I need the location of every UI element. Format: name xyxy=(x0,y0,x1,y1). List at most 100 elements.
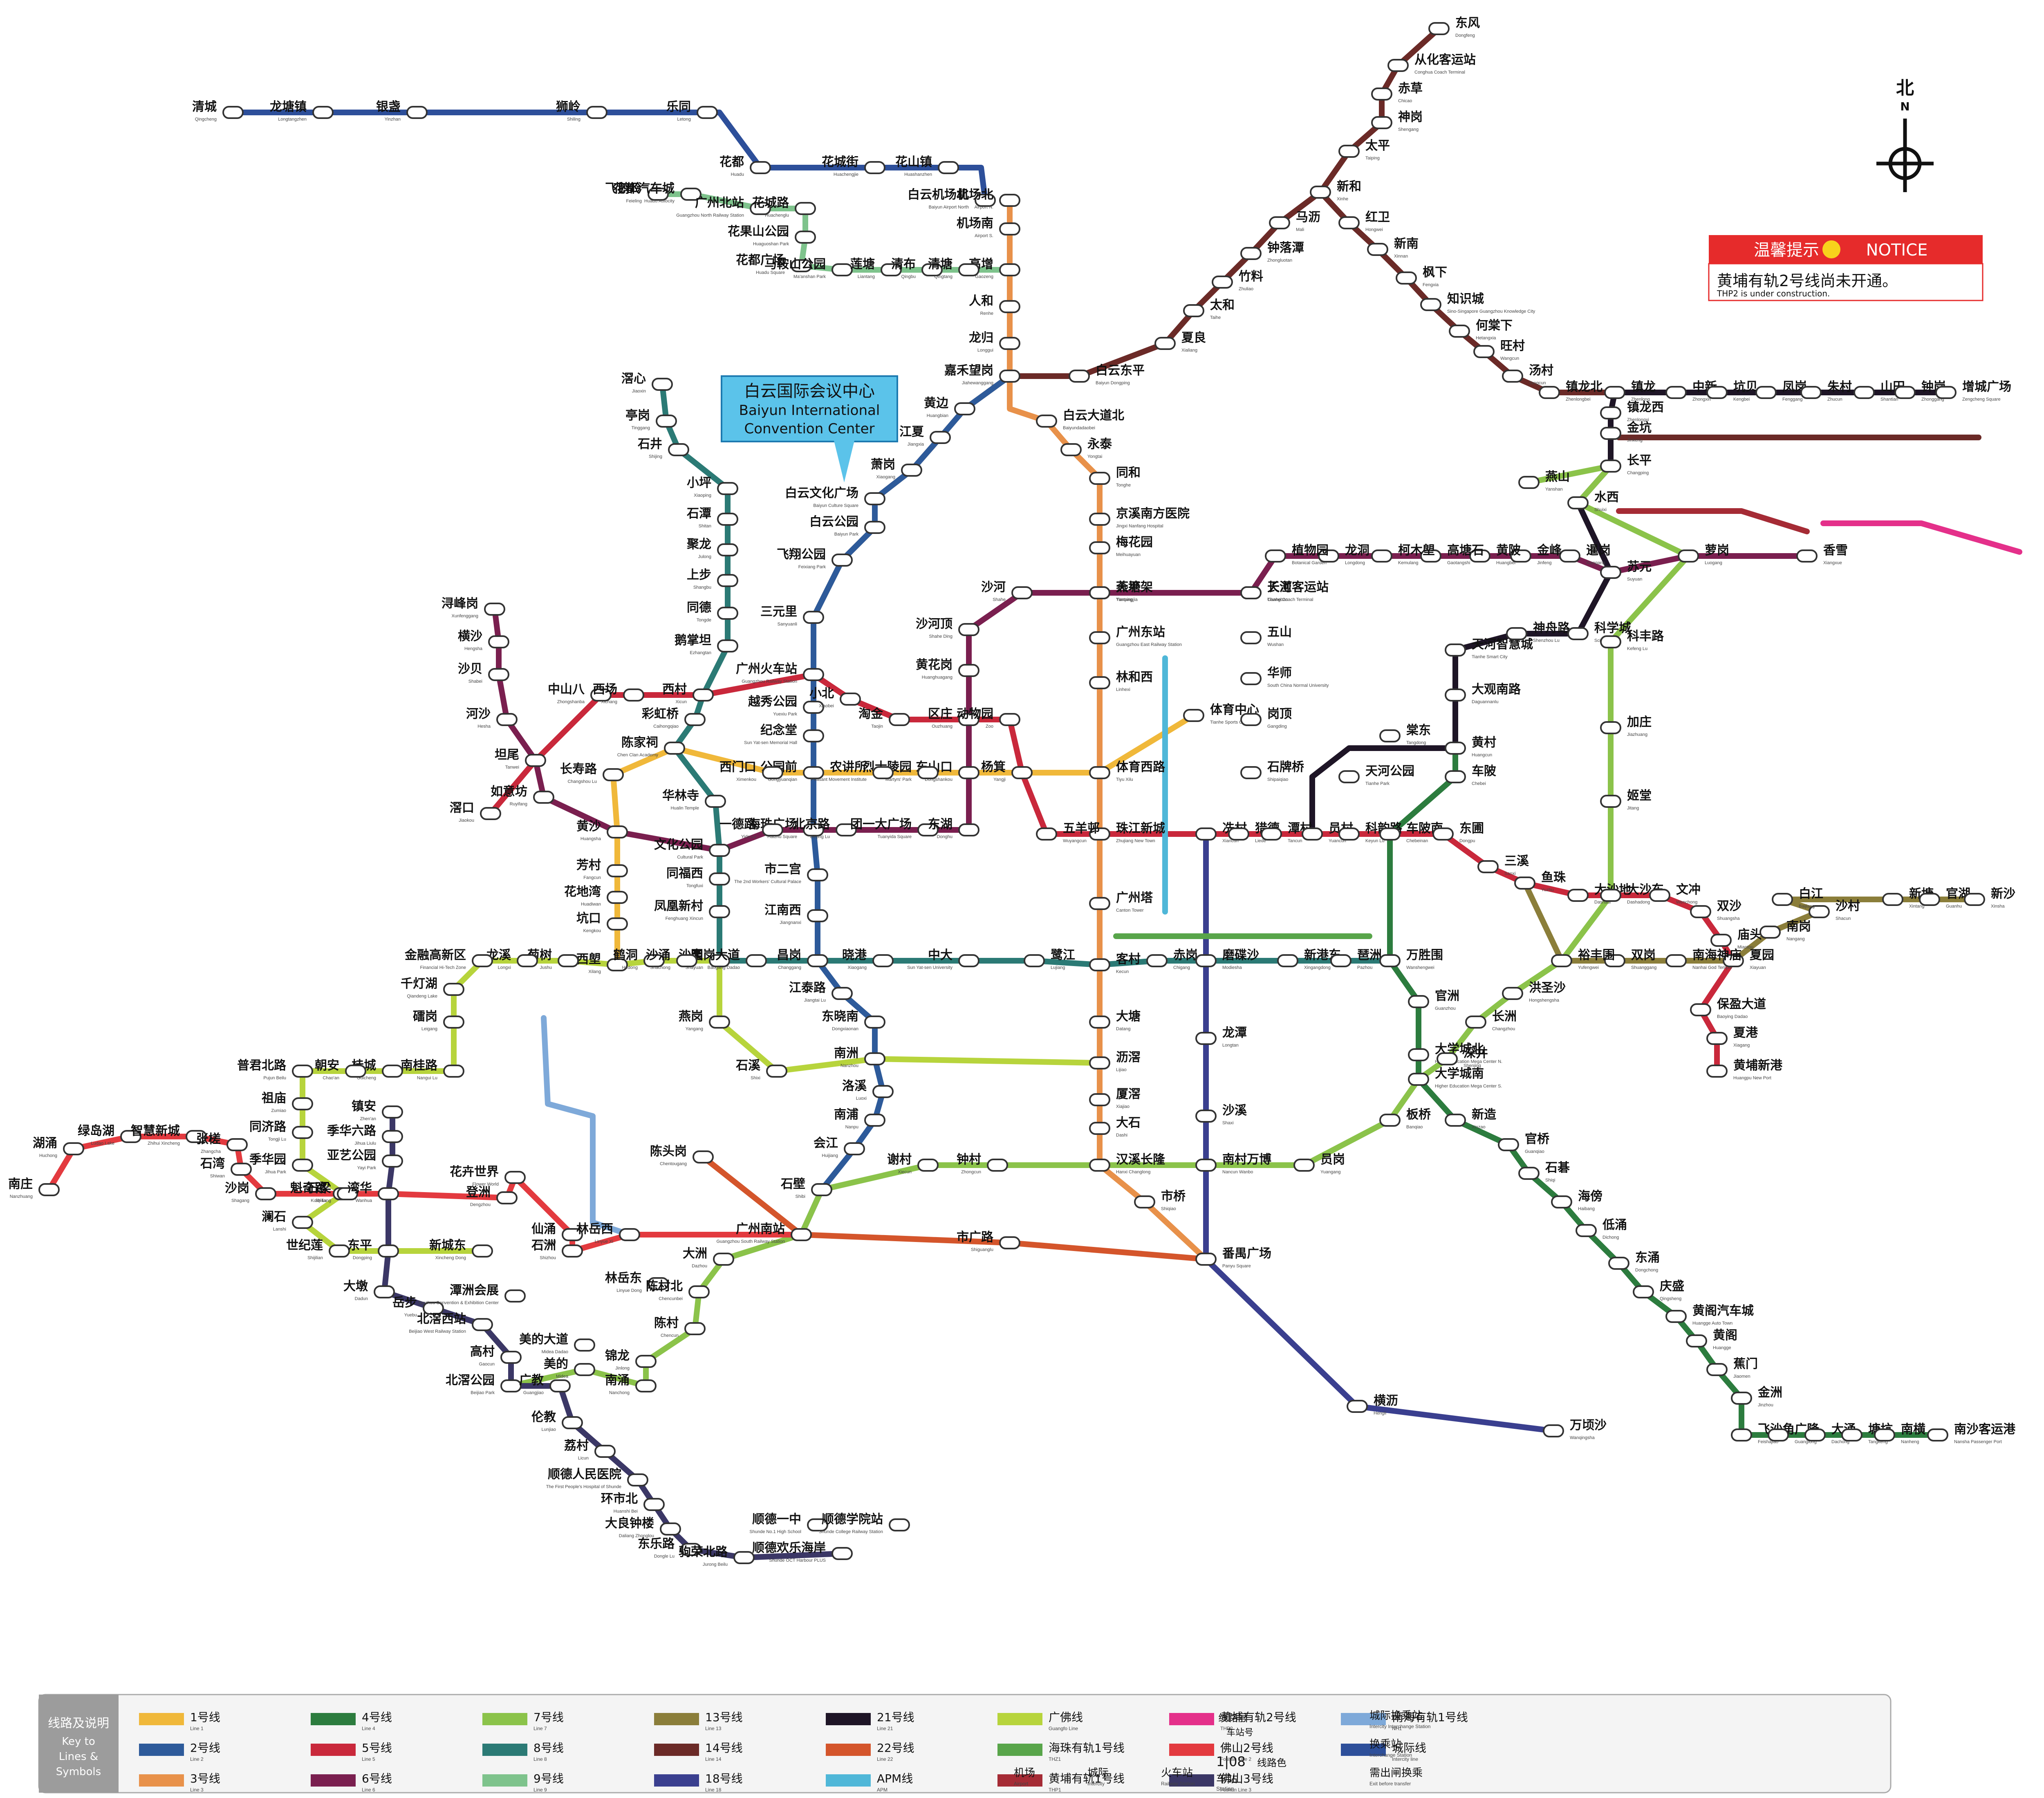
station-marker[interactable] xyxy=(607,891,628,904)
station-marker[interactable] xyxy=(517,954,538,967)
station-marker[interactable] xyxy=(292,1216,313,1229)
station-marker[interactable] xyxy=(1011,586,1033,599)
station-marker[interactable] xyxy=(1882,893,1903,906)
station-marker[interactable] xyxy=(1604,954,1625,967)
station-marker[interactable] xyxy=(1768,1428,1789,1442)
station-marker[interactable] xyxy=(186,1130,207,1143)
station-marker[interactable] xyxy=(63,1142,84,1155)
station-marker[interactable] xyxy=(881,263,902,276)
station-marker[interactable] xyxy=(1551,954,1572,967)
station-marker[interactable] xyxy=(1240,672,1262,685)
station-marker[interactable] xyxy=(648,1277,669,1290)
station-marker[interactable] xyxy=(660,1522,681,1536)
station-marker[interactable] xyxy=(684,1322,706,1335)
station-marker[interactable] xyxy=(648,188,669,201)
station-marker[interactable] xyxy=(872,954,894,967)
station-marker[interactable] xyxy=(472,954,493,967)
station-marker[interactable] xyxy=(1060,443,1082,456)
station-marker[interactable] xyxy=(329,1244,350,1258)
station-marker[interactable] xyxy=(607,825,628,838)
station-marker[interactable] xyxy=(1318,549,1339,563)
station-marker[interactable] xyxy=(1772,893,1793,906)
station-marker[interactable] xyxy=(1089,541,1110,554)
station-marker[interactable] xyxy=(562,1244,583,1258)
station-marker[interactable] xyxy=(1024,954,1045,967)
station-marker[interactable] xyxy=(643,954,665,967)
station-marker[interactable] xyxy=(836,823,857,836)
station-marker[interactable] xyxy=(1338,827,1360,841)
station-marker[interactable] xyxy=(1089,1056,1110,1069)
station-marker[interactable] xyxy=(1600,460,1621,473)
station-marker[interactable] xyxy=(1559,549,1580,563)
station-marker[interactable] xyxy=(1506,627,1527,640)
station-marker[interactable] xyxy=(1089,1122,1110,1135)
station-marker[interactable] xyxy=(488,668,509,681)
station-marker[interactable] xyxy=(1894,386,1916,399)
station-marker[interactable] xyxy=(500,1379,522,1392)
station-marker[interactable] xyxy=(496,1191,518,1204)
station-marker[interactable] xyxy=(292,1065,313,1078)
station-marker[interactable] xyxy=(844,1142,865,1155)
station-marker[interactable] xyxy=(1469,549,1490,563)
station-marker[interactable] xyxy=(635,1379,657,1392)
station-marker[interactable] xyxy=(958,263,979,276)
station-marker[interactable] xyxy=(1731,1428,1752,1442)
station-marker[interactable] xyxy=(504,1171,526,1184)
station-marker[interactable] xyxy=(803,766,824,779)
station-marker[interactable] xyxy=(803,668,824,681)
station-marker[interactable] xyxy=(607,917,628,930)
station-marker[interactable] xyxy=(656,415,677,428)
station-marker[interactable] xyxy=(1796,549,1818,563)
